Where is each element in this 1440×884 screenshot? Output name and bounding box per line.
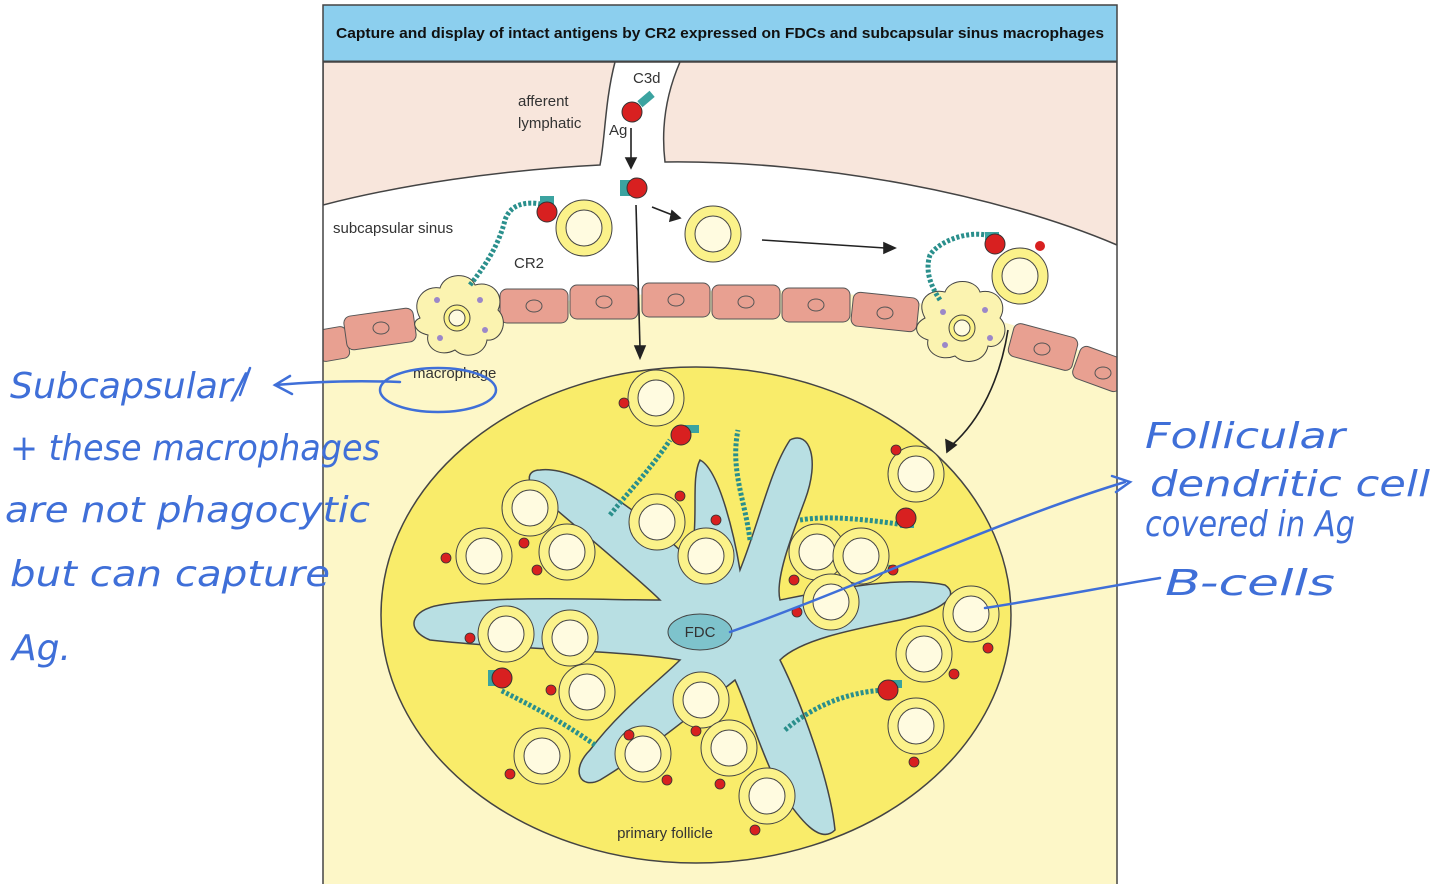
antigen-dot	[618, 397, 630, 409]
b-cell-nucleus	[511, 489, 549, 527]
b-cell-nucleus	[798, 533, 836, 571]
antigen-dot	[661, 774, 673, 786]
antigen-dots	[440, 397, 994, 836]
handwritten-annotations	[238, 366, 1162, 634]
note-line-2: + these macrophages	[10, 428, 380, 469]
label-subcapsular-sinus: subcapsular sinus	[333, 220, 453, 237]
b-cell-nucleus	[523, 737, 561, 775]
bcell-note: B-cells	[1165, 563, 1335, 604]
antigen-dot	[518, 537, 530, 549]
antigen-dot	[545, 684, 557, 696]
b-cell-nucleus	[548, 533, 586, 571]
b-cell-nucleus	[905, 635, 943, 673]
b-cell-nucleus	[1001, 257, 1039, 295]
figure-title: Capture and display of intact antigens b…	[336, 25, 1104, 42]
antigen-dot	[674, 490, 686, 502]
label-cr2: CR2	[514, 255, 544, 272]
b-cell-nucleus	[568, 673, 606, 711]
b-cell-nucleus	[897, 707, 935, 745]
antigen-dot	[908, 756, 920, 768]
b-cell-nucleus	[638, 503, 676, 541]
fdc-note-line-3: covered in Ag	[1145, 504, 1355, 545]
antigen-dot	[714, 778, 726, 790]
b-cell-nucleus	[465, 537, 503, 575]
antigen-dot	[710, 514, 722, 526]
fdc-note-line-1: Follicular	[1145, 416, 1348, 457]
title-bar	[323, 5, 1117, 62]
antigen-dot	[890, 444, 902, 456]
antigen-dot	[504, 768, 516, 780]
note-line-3: are not phagocytic	[5, 490, 370, 531]
note-line-4: but can capture	[10, 554, 330, 595]
b-cell-nucleus	[748, 777, 786, 815]
antigen-dot	[464, 632, 476, 644]
b-cell-nucleus	[565, 209, 603, 247]
diagram-panel	[323, 5, 1117, 884]
label-lymphatic: lymphatic	[518, 115, 582, 132]
endothelial-lining	[323, 282, 1117, 393]
b-cell-nucleus	[487, 615, 525, 653]
macrophage-right	[916, 281, 1006, 362]
b-cell-nucleus	[687, 537, 725, 575]
note-line-5: Ag.	[10, 628, 71, 669]
b-cell-nucleus	[694, 215, 732, 253]
antigen-dot	[623, 729, 635, 741]
b-cell-nucleus	[637, 379, 675, 417]
b-cells	[455, 199, 1049, 825]
b-cell-nucleus	[551, 619, 589, 657]
macrophage-left	[414, 275, 504, 356]
antigen-dot	[749, 824, 761, 836]
antigen-dot	[690, 725, 702, 737]
label-ag: Ag	[609, 122, 627, 139]
fdc-note-line-2: dendritic cell	[1150, 464, 1430, 505]
antigen-dot	[440, 552, 452, 564]
b-cell-nucleus	[710, 729, 748, 767]
antigen-dot	[982, 642, 994, 654]
antigen-complexes	[488, 90, 1045, 701]
b-cell-nucleus	[624, 735, 662, 773]
antigen-dot	[948, 668, 960, 680]
b-cell-nucleus	[682, 681, 720, 719]
label-c3d: C3d	[633, 70, 661, 87]
label-fdc: FDC	[685, 624, 716, 641]
b-cell-nucleus	[952, 595, 990, 633]
arrows	[624, 128, 1009, 454]
note-line-1: Subcapsular/	[10, 366, 249, 407]
antigen-dot	[531, 564, 543, 576]
b-cell-nucleus	[842, 537, 880, 575]
cr2-chains	[468, 200, 991, 748]
afferent-lymphatic-region	[323, 61, 1117, 246]
antigen-dot	[788, 574, 800, 586]
label-primary-follicle: primary follicle	[617, 825, 713, 842]
b-cell-nucleus	[897, 455, 935, 493]
label-afferent: afferent	[518, 93, 569, 110]
